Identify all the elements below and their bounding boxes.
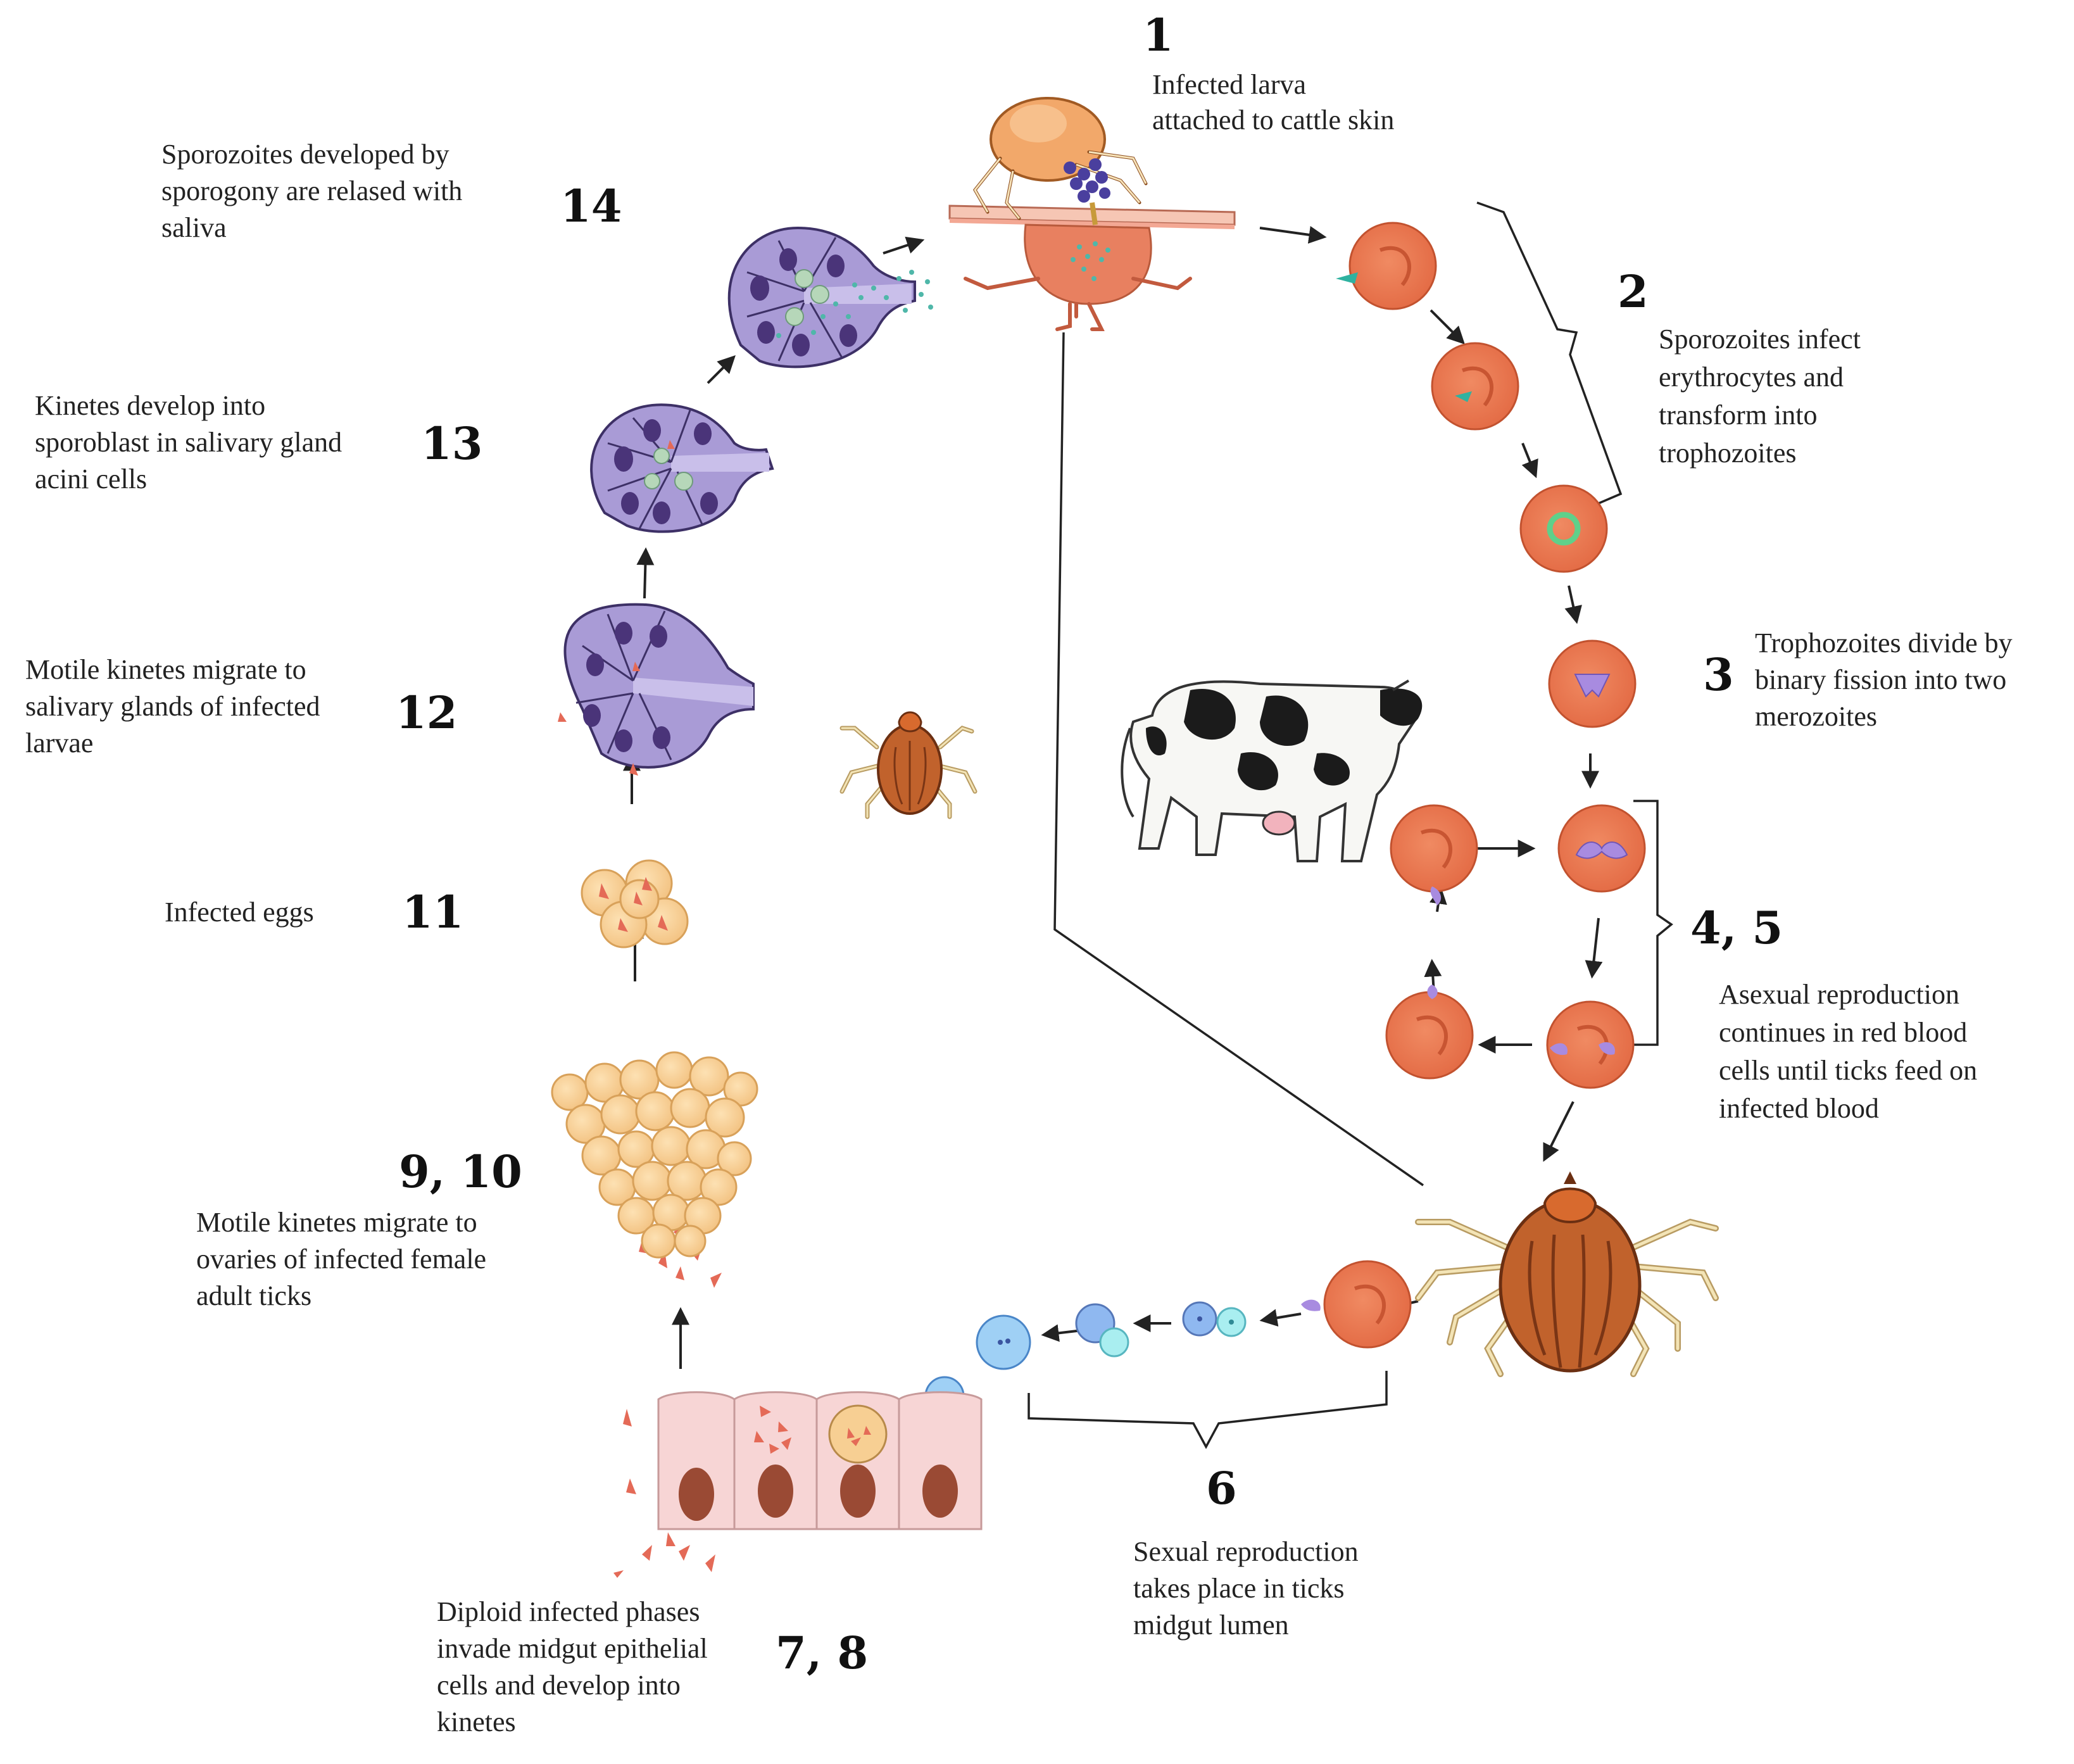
- stage-caption-6-line-4: kinetes: [437, 1706, 516, 1737]
- stage-caption-7-line-3: adult ticks: [196, 1280, 311, 1311]
- rbc-left-lower: [1385, 985, 1474, 1080]
- stage-caption-9-line-2: salivary glands of infected: [25, 691, 320, 722]
- stage-number-6: 7, 8: [776, 1627, 868, 1679]
- stage-caption-7-line-2: ovaries of infected female: [196, 1244, 486, 1275]
- stage-caption-2-line-3: transform into: [1659, 400, 1818, 431]
- ovary-egg-cluster: [551, 1051, 758, 1259]
- skin-tissue: [1024, 224, 1152, 305]
- stage-number-11: 14: [560, 180, 622, 232]
- rbc-merozoites-pair: [1557, 804, 1646, 893]
- flow-arrows: [623, 226, 1603, 1369]
- stage-caption-5-line-1: Sexual reproduction: [1133, 1536, 1359, 1567]
- rbc-binary-fission: [1548, 639, 1637, 728]
- rbc-sporozoite-inside: [1431, 342, 1519, 431]
- bracket-stage-2: [1476, 201, 1623, 505]
- stage-caption-3-line-1: Trophozoites divide by: [1755, 627, 2013, 658]
- stage-number-7: 9, 10: [399, 1145, 522, 1198]
- stage-caption-6-line-2: invade midgut epithelial: [437, 1633, 708, 1664]
- bracket-stage-4-5: [1633, 800, 1673, 1046]
- rbc-released-merozoites: [1546, 1000, 1635, 1089]
- stage-number-2: 2: [1618, 265, 1649, 318]
- stage-caption-7-line-1: Motile kinetes migrate to: [196, 1207, 477, 1238]
- stage-number-1: 1: [1143, 9, 1174, 61]
- stage-caption-4-line-1: Asexual reproduction: [1719, 979, 1959, 1010]
- gamete-icon: [924, 1301, 1247, 1416]
- salivary-gland-icon: [558, 226, 933, 776]
- rbc-in-tick-midgut: [1301, 1260, 1412, 1349]
- rbc-left-upper: [1390, 804, 1478, 905]
- stage-caption-6-line-1: Diploid infected phases: [437, 1596, 700, 1627]
- rbc-trophozoite: [1519, 484, 1608, 573]
- stage-caption-11-line-1: Sporozoites developed by: [161, 139, 449, 170]
- bracket-stage-6: [1028, 1371, 1388, 1449]
- stage-caption-2-line-1: Sporozoites infect: [1659, 324, 1861, 355]
- adult-tick-icon: [1415, 1171, 1719, 1377]
- stage-number-10: 13: [421, 417, 482, 470]
- stage-caption-4-line-4: infected blood: [1719, 1093, 1879, 1124]
- rbc-sporozoite-entry: [1336, 222, 1437, 310]
- stage-caption-10-line-2: sporoblast in salivary gland: [35, 427, 342, 458]
- stage-number-8: 11: [402, 886, 463, 938]
- stage-caption-11-line-3: saliva: [161, 212, 227, 243]
- stage-caption-1-line-1: Infected larva: [1152, 69, 1306, 100]
- stage-caption-5-line-2: takes place in ticks: [1133, 1573, 1345, 1604]
- stage-caption-11-line-2: sporogony are relased with: [161, 175, 462, 206]
- salivary-gland-stage-13: [590, 403, 774, 533]
- stage-number-5: 6: [1206, 1462, 1237, 1515]
- cycle-connector-line: [1053, 332, 1424, 1187]
- midgut-epithelium-icon: [657, 1391, 983, 1530]
- salivary-gland-stage-12: [558, 603, 755, 776]
- stage-caption-2-line-2: erythrocytes and: [1659, 362, 1844, 393]
- stage-caption-3-line-2: binary fission into two: [1755, 664, 2006, 695]
- stage-caption-4-line-2: continues in red blood: [1719, 1017, 1967, 1048]
- stage-caption-6-line-3: cells and develop into: [437, 1670, 681, 1701]
- stage-number-9: 12: [396, 686, 457, 739]
- stage-caption-9-line-1: Motile kinetes migrate to: [25, 654, 306, 685]
- stage-caption-3-line-3: merozoites: [1755, 701, 1877, 732]
- stage-caption-2-line-4: trophozoites: [1659, 438, 1797, 469]
- stage-caption-5-line-3: midgut lumen: [1133, 1610, 1289, 1641]
- stage-number-4: 4, 5: [1690, 902, 1783, 954]
- stage-caption-10-line-1: Kinetes develop into: [35, 390, 265, 421]
- stage-caption-9-line-3: larvae: [25, 728, 93, 759]
- stage-number-3: 3: [1703, 648, 1734, 701]
- red-blood-cell-icon: [1301, 222, 1646, 1349]
- stage-caption-1-line-2: attached to cattle skin: [1152, 104, 1394, 135]
- larva-tick-icon: [839, 711, 977, 819]
- larva-on-skin-illustration: [948, 97, 1236, 331]
- stage-caption-4-line-3: cells until ticks feed on: [1719, 1055, 1977, 1086]
- egg-cluster-icon: [581, 859, 689, 948]
- stage-caption-8-line-1: Infected eggs: [165, 897, 314, 928]
- larva-icon: [972, 97, 1148, 225]
- stage-caption-10-line-3: acini cells: [35, 463, 147, 495]
- cow-icon: [1121, 679, 1423, 862]
- salivary-gland-stage-14: [727, 226, 933, 369]
